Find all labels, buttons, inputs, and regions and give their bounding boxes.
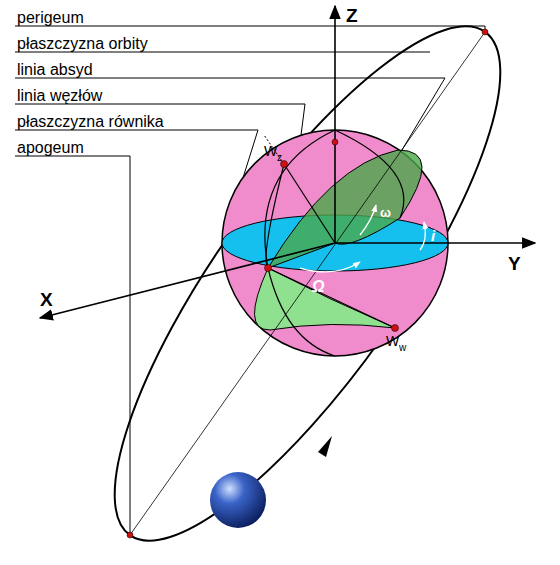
callout-label: linia absyd	[17, 62, 93, 78]
node-point-label: w	[399, 343, 406, 353]
angle-symbol: i	[431, 228, 435, 243]
callout-label: perigeum	[17, 10, 84, 26]
points	[127, 29, 488, 538]
node-line-descending	[268, 268, 395, 328]
node-point-label: W	[386, 334, 399, 348]
pole-line	[284, 164, 335, 243]
node-point-label: z	[277, 153, 282, 163]
callout-label: płaszczyzna równika	[17, 114, 164, 130]
angle-symbol: ω	[380, 206, 391, 219]
angle-arcs	[300, 205, 425, 272]
orbit-plane-upper	[268, 150, 422, 268]
node-point-label: W	[264, 144, 277, 158]
callout-label: płaszczyzna orbity	[17, 36, 148, 52]
callout-label: linia węzłów	[17, 88, 102, 104]
leader-lines	[15, 26, 485, 535]
callout-label: apogeum	[17, 140, 84, 156]
axis-label: Y	[508, 254, 521, 273]
apsides-line	[130, 32, 485, 535]
pole-line-dotted	[264, 135, 284, 164]
orbit-plane-lower	[254, 268, 395, 330]
orbit-direction-arrow	[318, 436, 332, 457]
axes	[40, 6, 535, 318]
axis-label: Z	[346, 6, 358, 25]
orbit	[55, 0, 560, 565]
axis-label: X	[40, 290, 53, 309]
angle-symbol: Ω	[312, 279, 325, 295]
satellite	[210, 472, 266, 528]
